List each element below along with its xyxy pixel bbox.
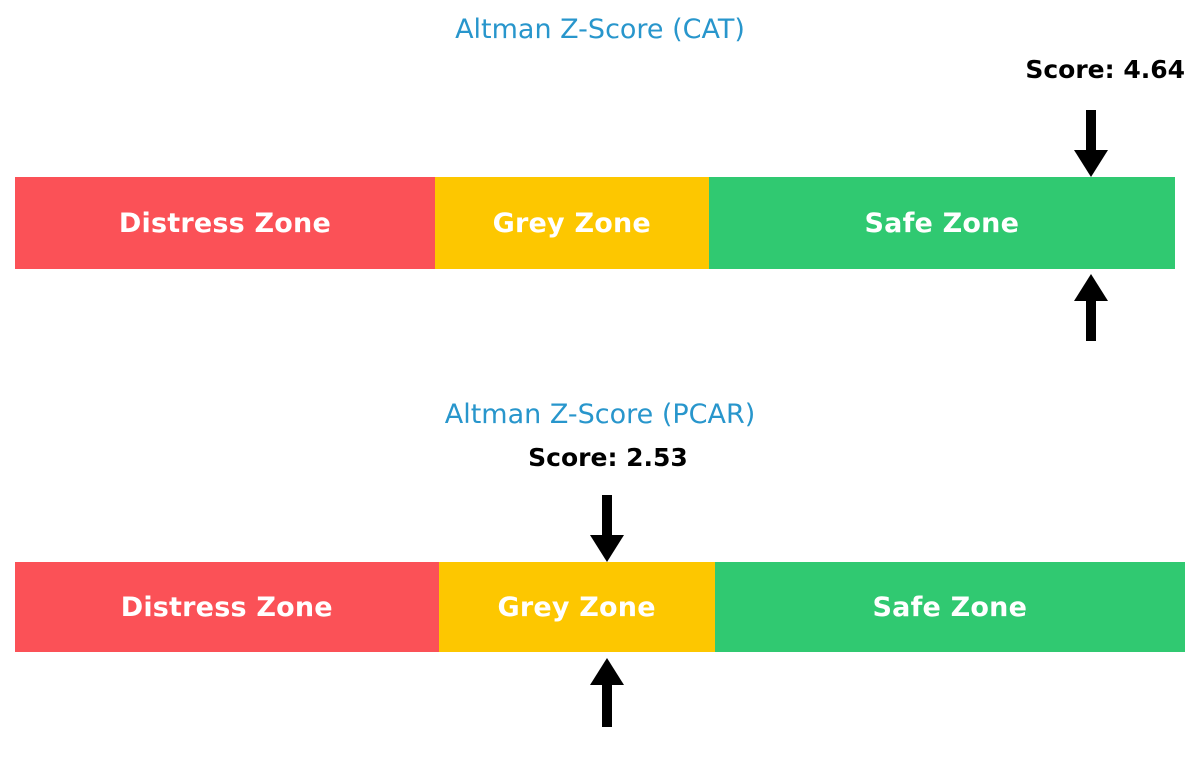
zone-safe-pcar: Safe Zone <box>714 562 1185 652</box>
zone-grey-pcar: Grey Zone <box>438 562 715 652</box>
zone-distress-cat: Distress Zone <box>15 177 435 269</box>
chart-title-pcar: Altman Z-Score (PCAR) <box>444 399 756 430</box>
zone-label-grey: Grey Zone <box>492 207 651 239</box>
zone-label-safe: Safe Zone <box>872 591 1028 623</box>
zone-label-safe: Safe Zone <box>864 207 1020 239</box>
zone-label-grey: Grey Zone <box>497 591 656 623</box>
zone-bar-pcar: Distress Zone Grey Zone Safe Zone <box>15 562 1185 652</box>
chart-title-cat: Altman Z-Score (CAT) <box>455 14 745 45</box>
zone-label-distress: Distress Zone <box>118 207 331 239</box>
chart-panel-pcar: Altman Z-Score (PCAR) Score: 2.53 Distre… <box>0 385 1200 771</box>
zone-safe-cat: Safe Zone <box>708 177 1175 269</box>
score-marker-arrow-up-icon <box>586 655 628 727</box>
score-marker-arrow-up-icon <box>1070 271 1112 341</box>
zone-distress-pcar: Distress Zone <box>15 562 439 652</box>
score-label-cat: Score: 4.64 <box>1025 55 1185 84</box>
zone-label-distress: Distress Zone <box>120 591 333 623</box>
score-marker-arrow-down-icon <box>1070 110 1112 178</box>
score-label-pcar: Score: 2.53 <box>528 443 688 472</box>
chart-panel-cat: Altman Z-Score (CAT) Score: 4.64 Distres… <box>0 0 1200 380</box>
score-marker-arrow-down-icon <box>586 495 628 563</box>
zone-grey-cat: Grey Zone <box>434 177 709 269</box>
zone-bar-cat: Distress Zone Grey Zone Safe Zone <box>15 177 1175 269</box>
